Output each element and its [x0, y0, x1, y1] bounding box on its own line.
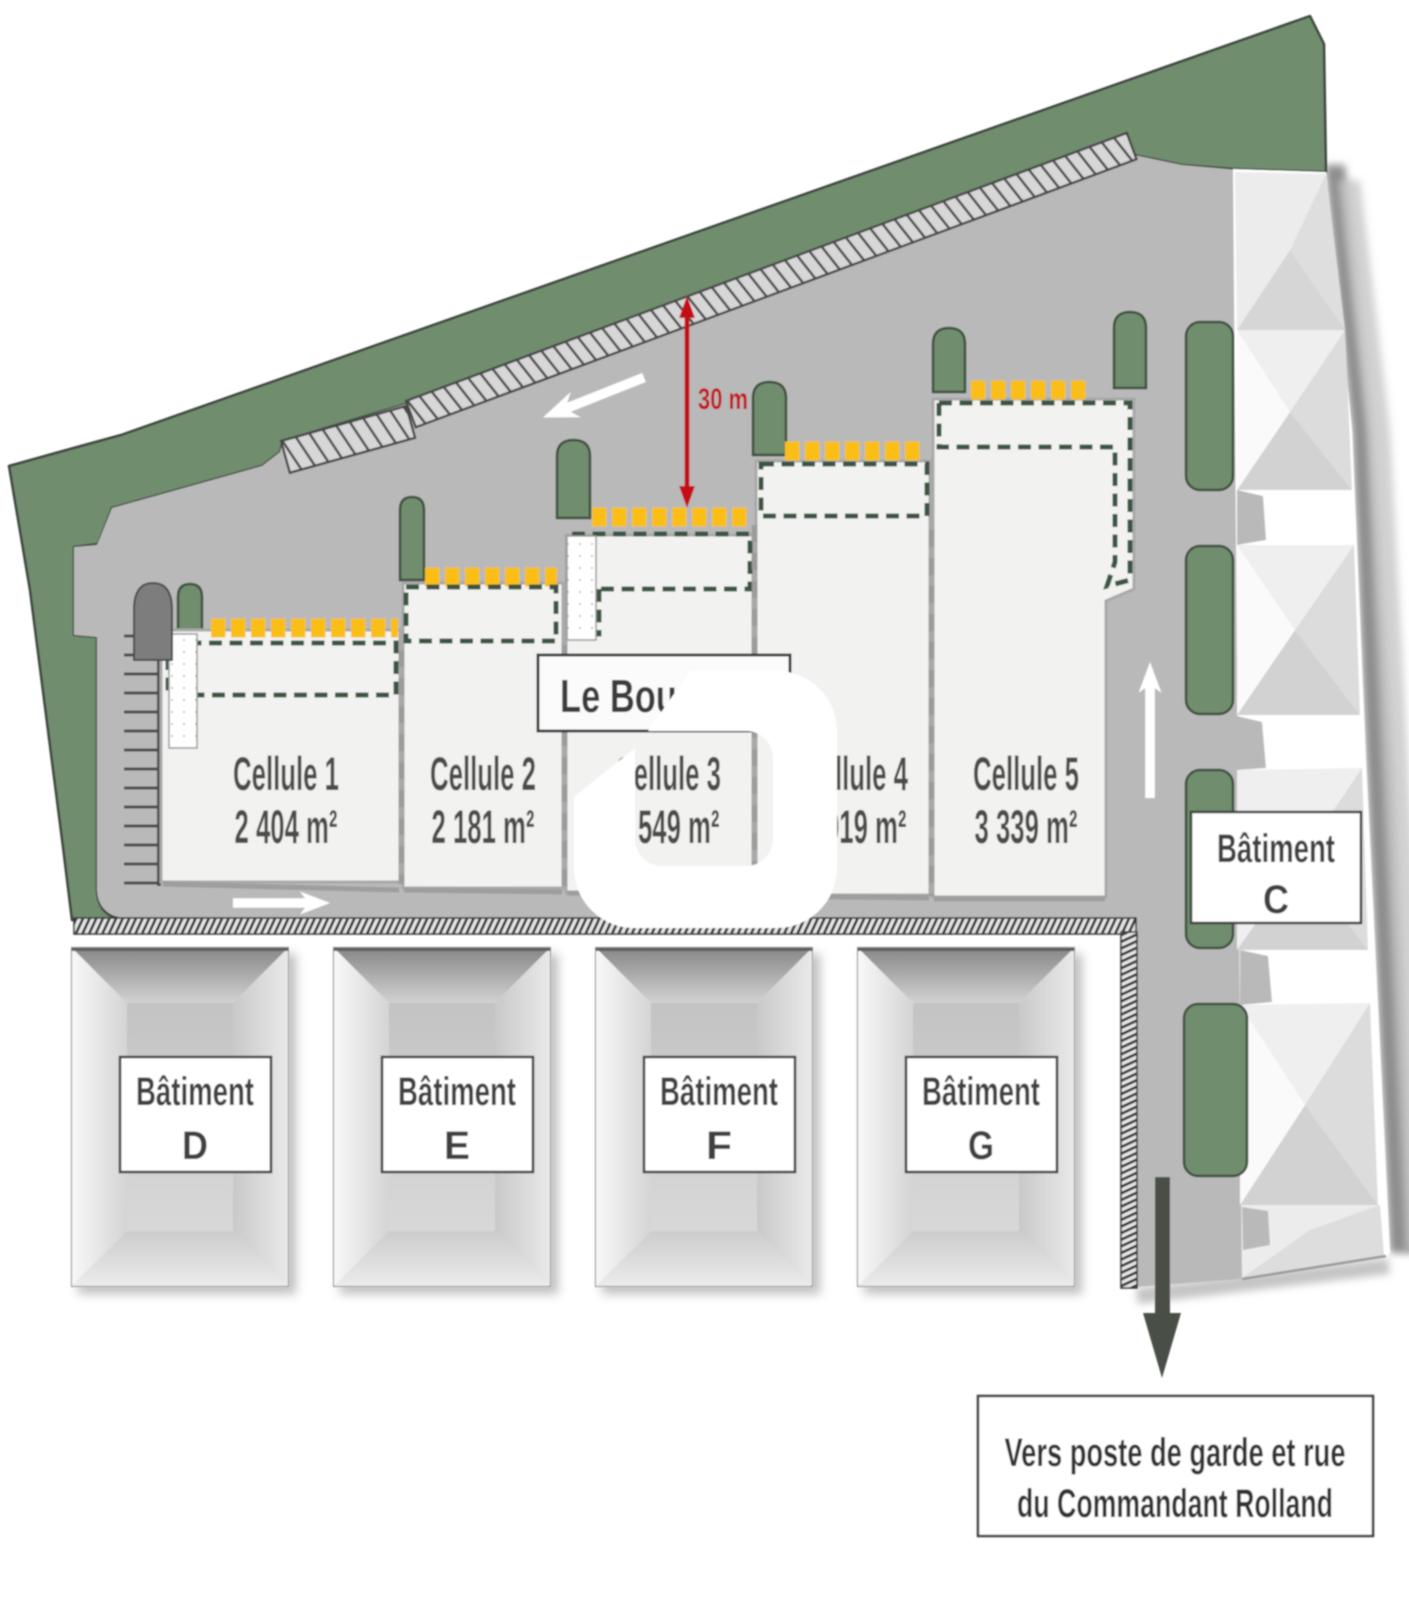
svg-text:Bâtiment: Bâtiment — [660, 1070, 778, 1114]
svg-text:Bâtiment: Bâtiment — [136, 1070, 254, 1114]
svg-text:Vers poste de garde et rue: Vers poste de garde et rue — [1005, 1431, 1346, 1475]
svg-text:Bâtiment: Bâtiment — [1217, 827, 1335, 871]
svg-text:E: E — [444, 1124, 470, 1168]
svg-text:F: F — [706, 1124, 732, 1168]
svg-text:Cellule 5: Cellule 5 — [973, 747, 1079, 800]
svg-text:du Commandant Rolland: du Commandant Rolland — [1017, 1482, 1333, 1526]
svg-text:2 404 m²: 2 404 m² — [235, 800, 338, 853]
svg-text:C: C — [1263, 878, 1289, 922]
svg-text:Cellule 1: Cellule 1 — [233, 747, 339, 800]
svg-text:3 339 m²: 3 339 m² — [975, 800, 1078, 853]
svg-text:G: G — [968, 1124, 994, 1168]
svg-text:Cellule 2: Cellule 2 — [430, 747, 536, 800]
svg-text:Bâtiment: Bâtiment — [922, 1070, 1040, 1114]
svg-text:30 m: 30 m — [698, 383, 748, 416]
svg-text:D: D — [182, 1124, 208, 1168]
svg-text:Bâtiment: Bâtiment — [398, 1070, 516, 1114]
svg-text:2 181 m²: 2 181 m² — [432, 800, 535, 853]
